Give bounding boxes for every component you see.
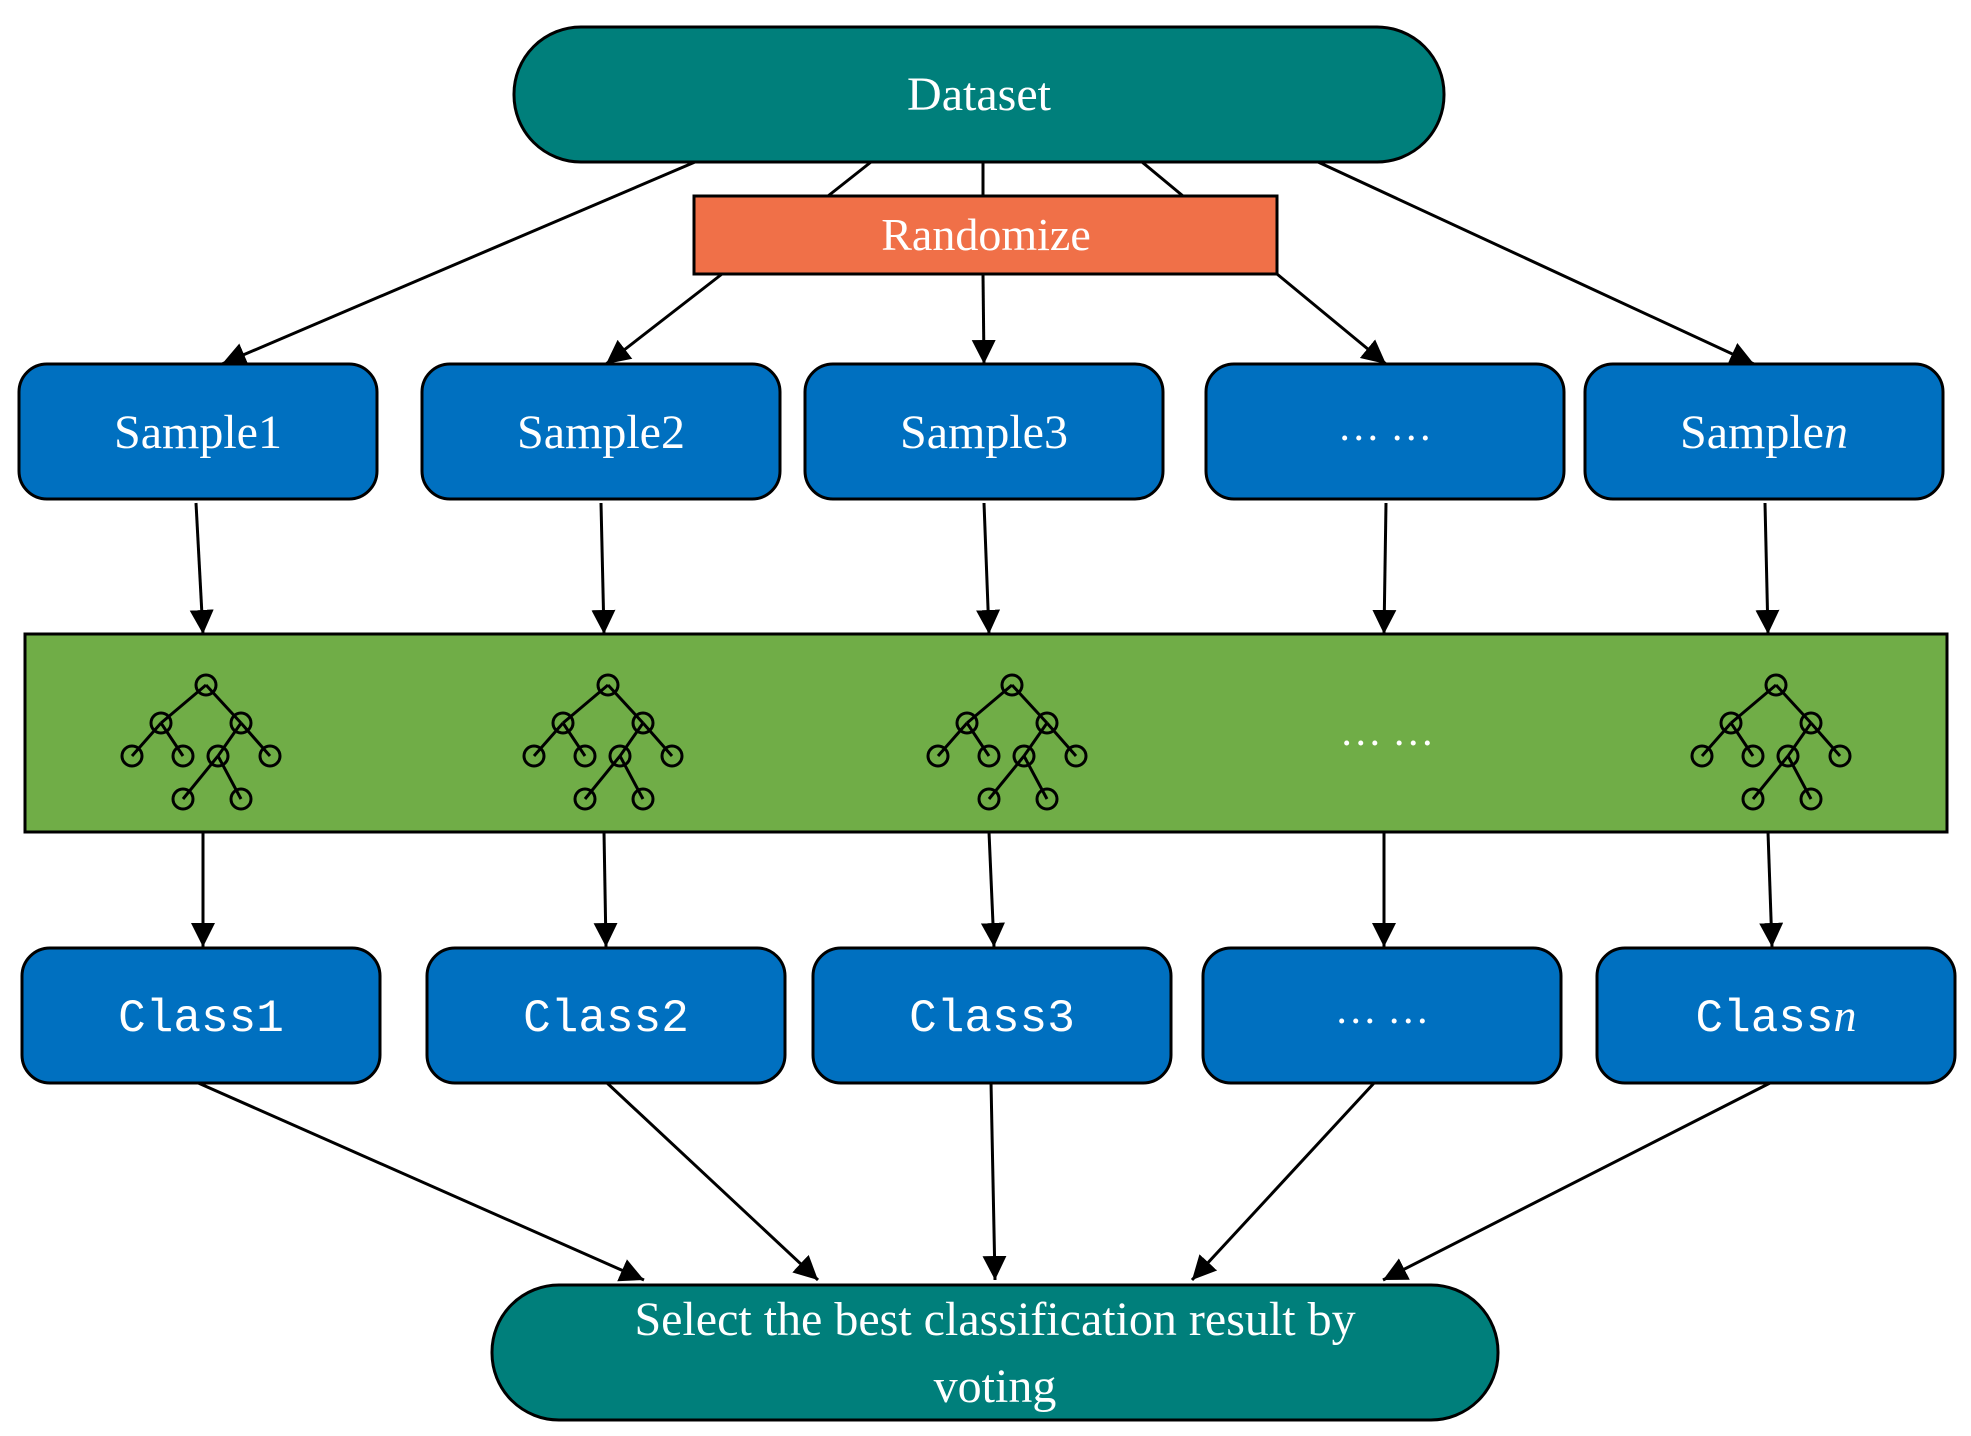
class-node-shape <box>1595 946 1957 1085</box>
edge-randomize-sample-ellipsis <box>1276 272 1387 366</box>
class-node: Classn <box>1595 946 1957 1085</box>
dataset-node-shape <box>512 25 1446 164</box>
dataset-label: Dataset <box>907 68 1052 121</box>
edge-sample3-forest <box>976 502 1001 635</box>
forest-band-shape <box>23 632 1949 834</box>
decision-tree-icon <box>120 673 282 811</box>
class-label: Class3 <box>909 993 1075 1045</box>
class-label: Class1 <box>118 993 284 1045</box>
edge-dataset-samplen <box>1317 160 1755 366</box>
edge-dataset-sample1 <box>221 160 696 366</box>
class-node-shape <box>425 946 787 1085</box>
edge-sample2-forest <box>591 502 616 635</box>
samples-row: Sample1 Sample2 Sample3 … … Samplen <box>17 362 1945 501</box>
edge-class3-vote <box>982 1081 1007 1281</box>
vote-label-line1: Select the best classification result by <box>634 1293 1355 1346</box>
edge-samplen-forest <box>1755 502 1780 635</box>
dataset-node: Dataset <box>512 25 1446 164</box>
edge-classn-vote <box>1382 1080 1773 1282</box>
class-ellipsis-label: … … <box>1335 987 1430 1033</box>
vote-node-shape <box>490 1283 1500 1422</box>
edge-randomize-sample3 <box>971 273 996 365</box>
forest-ellipsis: … … <box>1340 709 1435 755</box>
edge-class2-vote <box>604 1080 820 1282</box>
vote-node: Select the best classification result by… <box>490 1283 1500 1422</box>
edge-sample-ellipsis-forest <box>1372 502 1397 635</box>
class-label: Class2 <box>523 993 689 1045</box>
sample-node-shape <box>420 362 782 501</box>
class-label: Classn <box>1695 990 1856 1045</box>
edge-dataset-randomize-right <box>1141 160 1184 198</box>
sample-node-shape <box>803 362 1165 501</box>
class-node: Class2 <box>425 946 787 1085</box>
sample-node-ellipsis: … … <box>1204 362 1566 501</box>
sample-node: Sample2 <box>420 362 782 501</box>
edge-class-ellipsis-vote <box>1190 1080 1377 1282</box>
randomize-node: Randomize <box>692 194 1279 276</box>
class-node: Class3 <box>811 946 1173 1085</box>
sample-node-shape <box>1583 362 1945 501</box>
sample-node-shape <box>1204 362 1566 501</box>
vote-label-line2: voting <box>934 1360 1057 1413</box>
class-node-shape <box>20 946 382 1085</box>
edge-forest-class2 <box>593 831 618 948</box>
sample-label: Sample3 <box>900 406 1068 459</box>
sample-label: Sample1 <box>114 406 282 459</box>
class-node-shape <box>1201 946 1563 1085</box>
sample-node-shape <box>17 362 379 501</box>
sample-node: Samplen <box>1583 362 1945 501</box>
forest-band: … … <box>23 632 1949 834</box>
sample-node: Sample3 <box>803 362 1165 501</box>
edge-forest-class3 <box>980 831 1005 948</box>
edge-class1-vote <box>195 1080 645 1282</box>
sample-label: Sample2 <box>517 406 685 459</box>
class-node: Class1 <box>20 946 382 1085</box>
edge-randomize-sample2 <box>605 272 723 366</box>
sample-node: Sample1 <box>17 362 379 501</box>
edge-sample1-forest <box>189 502 214 635</box>
edge-dataset-randomize-left <box>827 160 872 198</box>
randomize-label: Randomize <box>881 209 1091 260</box>
edges <box>189 160 1784 1282</box>
class-node-ellipsis: … … <box>1201 946 1563 1085</box>
sample-ellipsis-label: … … <box>1338 404 1433 450</box>
sample-label: Samplen <box>1680 406 1848 459</box>
classes-row: Class1 Class2 Class3 … … Classn <box>20 946 1957 1085</box>
randomize-node-shape <box>692 194 1279 276</box>
class-node-shape <box>811 946 1173 1085</box>
edge-forest-classn <box>1759 831 1784 948</box>
